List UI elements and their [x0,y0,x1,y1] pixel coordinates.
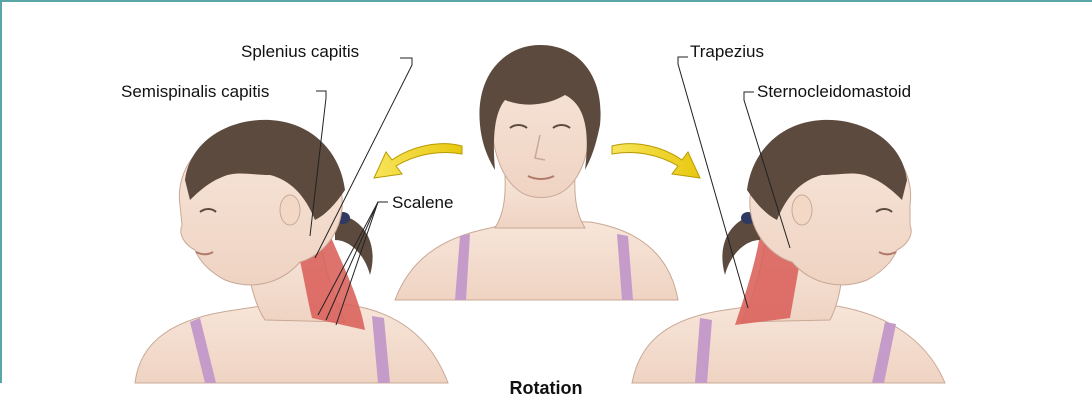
caption-rotation: Rotation [0,378,1092,399]
label-trapezius: Trapezius [690,42,764,62]
center-figure-shoulders [395,220,678,300]
rotation-arrow-left [374,144,462,178]
label-scalene: Scalene [392,193,453,213]
leader-line-trapezius [678,57,748,308]
center-figure [395,45,678,300]
label-splenius-capitis: Splenius capitis [241,42,359,62]
right-figure-ear [792,195,812,225]
label-sternocleidomastoid: Sternocleidomastoid [757,82,911,102]
rotation-arrow-right [612,144,700,178]
left-figure-ear [280,195,300,225]
label-semispinalis-capitis: Semispinalis capitis [121,82,269,102]
